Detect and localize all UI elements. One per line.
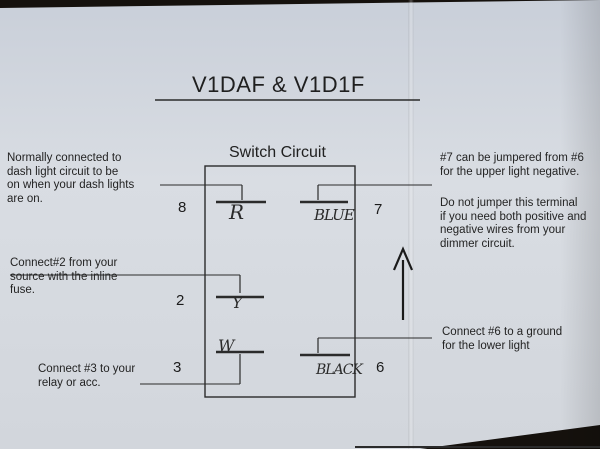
handwritten-y: Y — [232, 293, 243, 312]
handwritten-blue: BLUE — [314, 206, 355, 224]
handwritten-r: R — [229, 200, 245, 224]
note-do-not-jumper: Do not jumper this terminal if you need … — [440, 197, 587, 250]
up-arrow-icon — [392, 246, 414, 320]
diagram-subtitle: Switch Circuit — [229, 144, 326, 161]
note-connect-2: Connect#2 from your source with the inli… — [10, 257, 118, 296]
paper-shadow — [560, 0, 600, 449]
note-jumper-7: #7 can be jumpered from #6 for the upper… — [440, 152, 584, 178]
switch-box — [204, 165, 356, 398]
pin-2-label: 2 — [176, 292, 185, 309]
handwritten-black: BLACK — [316, 362, 363, 378]
paper-fold — [408, 0, 414, 449]
diagram-title: V1DAF & V1D1F — [192, 72, 365, 97]
pin-7-label: 7 — [374, 201, 383, 218]
pin-6-label: 6 — [376, 359, 385, 376]
note-normally-connected: Normally connected to dash light circuit… — [7, 152, 135, 205]
pin-3-label: 3 — [173, 359, 182, 376]
pin-8-label: 8 — [178, 199, 187, 216]
note-connect-6: Connect #6 to a ground for the lower lig… — [442, 326, 563, 352]
note-connect-3: Connect #3 to your relay or acc. — [38, 363, 136, 389]
handwritten-w: W — [218, 336, 235, 355]
